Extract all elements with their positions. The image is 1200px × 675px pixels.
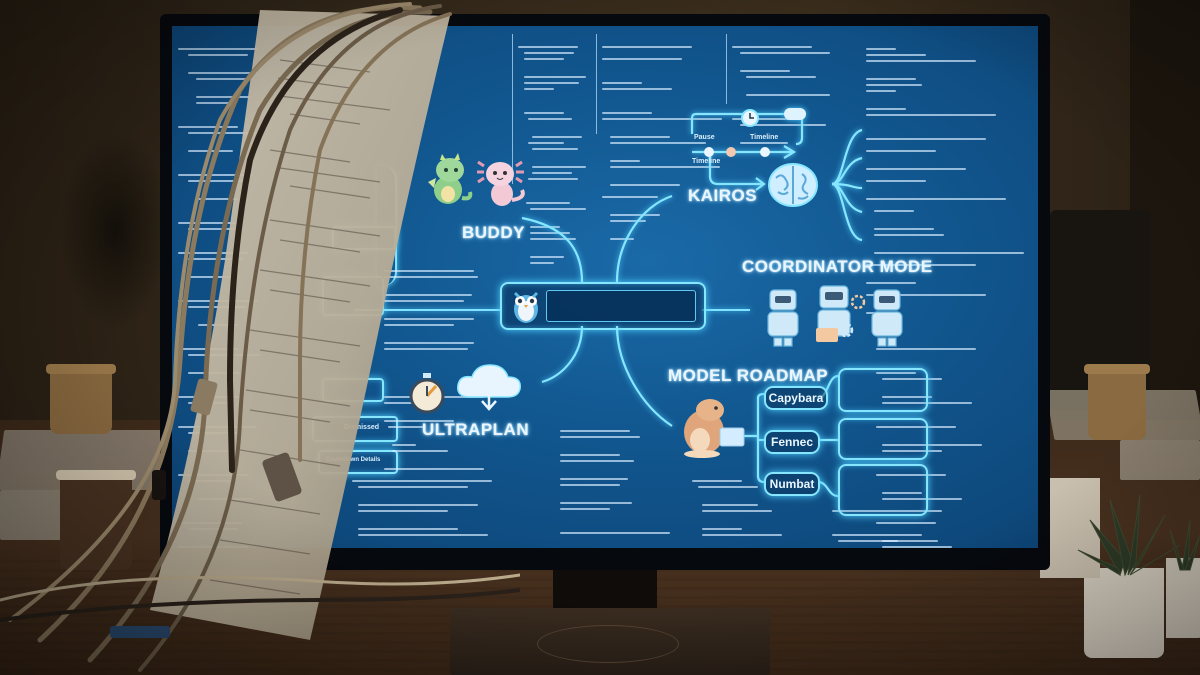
timeline-dot-1 (704, 147, 714, 157)
model-numbat-detail-box (838, 464, 928, 516)
stopwatch-icon (409, 373, 445, 414)
kairos-title: KAIROS (688, 186, 758, 205)
center-connector-left (354, 309, 502, 311)
gear-icon (850, 294, 866, 310)
plant-pot-2 (1166, 558, 1200, 638)
cable-connector-3 (152, 470, 166, 500)
left-flow-label-countdown: Countdown Details (326, 457, 381, 463)
code-block-bottom-2 (560, 416, 760, 548)
center-node-box[interactable] (500, 282, 706, 330)
center-node-input[interactable] (546, 290, 696, 322)
model-fennec-detail-box (838, 418, 928, 460)
code-block-bottom-1 (352, 466, 502, 548)
kairos-pause-label: Pause (694, 134, 715, 141)
succulent-plant-icon (1077, 494, 1200, 577)
white-box-behind-plants (1040, 478, 1100, 578)
brain-icon (768, 163, 818, 207)
owl-icon (513, 291, 539, 323)
cloud-download-icon (457, 364, 521, 411)
model-numbat[interactable]: Numbat (764, 472, 820, 496)
left-flow-label-dismissed: Dismissed (344, 424, 380, 431)
model-fennec[interactable]: Fennec (764, 430, 820, 454)
code-block-top-center-2 (602, 32, 742, 254)
code-block-bottom-4 (832, 496, 1022, 548)
desk-paper-right-2 (1120, 440, 1200, 480)
model-capybara-detail-box (838, 368, 928, 412)
code-divider-2 (596, 34, 597, 134)
plant-pot-1 (1084, 568, 1164, 658)
folder-icon (816, 328, 838, 342)
dragon-icon (428, 153, 473, 204)
axolotl-icon (477, 160, 525, 206)
code-block-bottom-3 (692, 466, 832, 548)
background-plant-shadow (60, 130, 170, 330)
coffee-cup-front-left (56, 470, 136, 570)
cable-connector-1 (190, 378, 218, 416)
center-connector-right (702, 309, 750, 311)
code-divider (512, 34, 513, 184)
monitor-stand-ring (537, 625, 679, 663)
kairos-timeline-label-bottom: Timeline (692, 158, 721, 165)
coffee-cup-right (1084, 364, 1150, 440)
cable-connector-2 (262, 452, 302, 502)
timeline-dot-2 (726, 147, 736, 157)
coordinator-title: COORDINATOR MODE (742, 257, 933, 276)
model-capybara[interactable]: Capybara (764, 386, 828, 410)
code-block-right (866, 34, 1036, 548)
usb-connector (110, 626, 170, 638)
ultraplan-title: ULTRAPLAN (422, 420, 530, 439)
desk-paper-left-2 (0, 490, 70, 540)
code-divider-3 (726, 34, 727, 104)
buddy-title: BUDDY (462, 223, 525, 242)
capybara-laptop-icon (684, 399, 745, 458)
robot-group-icon (767, 285, 903, 347)
toggle-icon (784, 108, 806, 120)
cable-bundle (0, 2, 520, 672)
code-block-top-center-1 (518, 32, 598, 278)
coffee-cup-back-left (46, 364, 116, 434)
kairos-timeline-label-top: Timeline (750, 134, 779, 141)
timeline-dot-3 (760, 147, 770, 157)
roadmap-title: MODEL ROADMAP (668, 366, 829, 385)
clock-icon (741, 109, 759, 127)
